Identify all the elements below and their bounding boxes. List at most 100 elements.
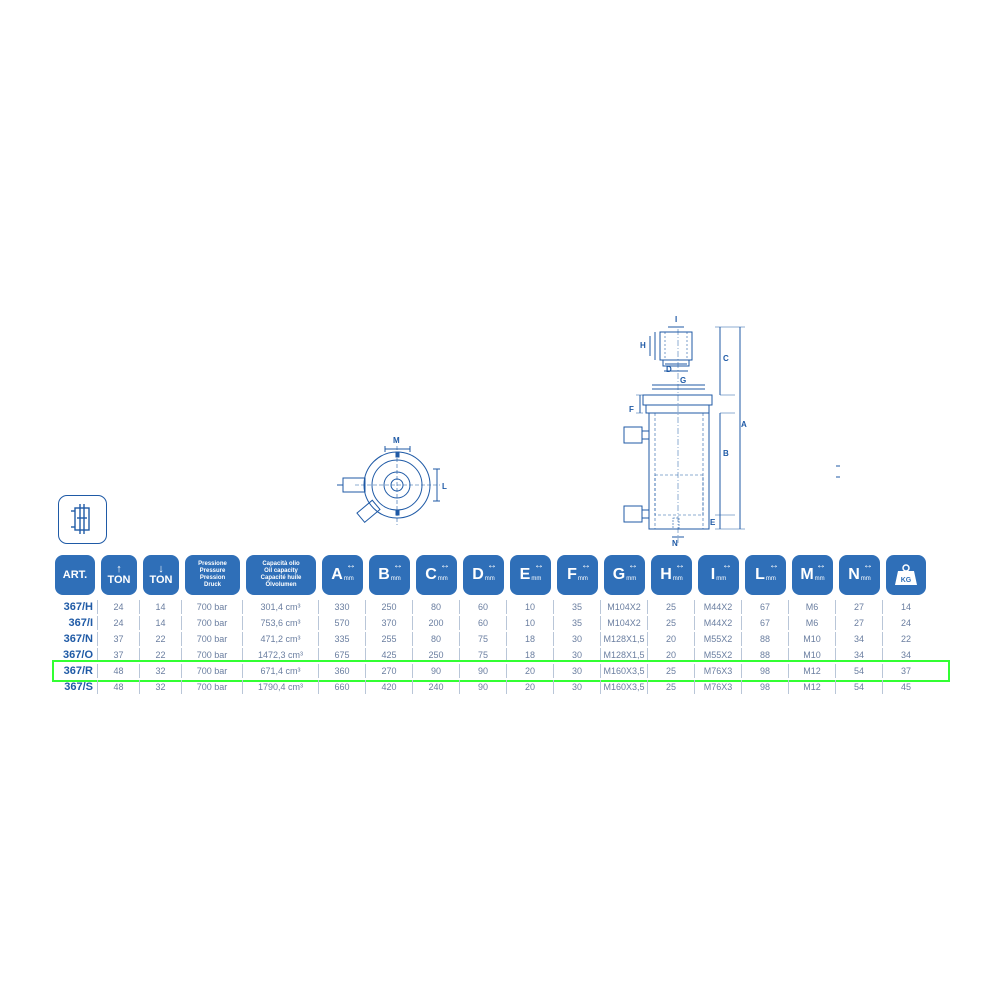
cell-art: 367/R [52, 664, 98, 678]
table-header-row: ART. ↑ TON ↓ TON Pressione Pressure Pres… [52, 555, 950, 595]
cell-g: M160X3,5 [601, 680, 648, 694]
cell-capacity: 753,6 cm³ [243, 616, 319, 630]
double-arrow-icon: ↔ [675, 560, 685, 571]
cell-l: 88 [742, 648, 789, 662]
cell-n: 27 [836, 600, 883, 614]
cell-a: 335 [319, 632, 366, 646]
cell-h: 20 [648, 632, 695, 646]
dim-label-d: D [666, 365, 672, 374]
cell-pressure: 700 bar [182, 616, 243, 630]
cell-m: M12 [789, 680, 836, 694]
cell-c: 250 [413, 648, 460, 662]
cell-c: 80 [413, 600, 460, 614]
cell-d: 75 [460, 632, 507, 646]
double-arrow-icon: ↔ [722, 560, 732, 571]
cell-b: 370 [366, 616, 413, 630]
cell-e: 10 [507, 616, 554, 630]
cell-n: 34 [836, 648, 883, 662]
cell-ton1: 48 [98, 664, 140, 678]
cell-e: 18 [507, 632, 554, 646]
cell-e: 20 [507, 680, 554, 694]
cell-art: 367/S [52, 680, 98, 694]
cell-pressure: 700 bar [182, 600, 243, 614]
double-arrow-icon: ↔ [534, 560, 544, 571]
cell-b: 425 [366, 648, 413, 662]
dim-label-i: I [675, 315, 677, 324]
cell-h: 20 [648, 648, 695, 662]
cell-n: 34 [836, 632, 883, 646]
cell-art: 367/I [52, 616, 98, 630]
cell-l: 98 [742, 680, 789, 694]
double-arrow-icon: ↔ [487, 560, 497, 571]
cell-e: 18 [507, 648, 554, 662]
dim-label-e: E [710, 518, 716, 527]
double-arrow-icon: ↔ [346, 560, 356, 571]
cell-capacity: 301,4 cm³ [243, 600, 319, 614]
dim-label-m: M [393, 436, 400, 445]
dim-label-h: H [640, 341, 646, 350]
cell-ton1: 24 [98, 616, 140, 630]
double-arrow-icon: ↔ [440, 560, 450, 571]
cell-i: M44X2 [695, 600, 742, 614]
header-art: ART. [55, 555, 95, 595]
cell-c: 200 [413, 616, 460, 630]
cell-h: 25 [648, 600, 695, 614]
double-arrow-icon: ↔ [581, 560, 591, 571]
cell-pressure: 700 bar [182, 632, 243, 646]
double-arrow-icon: ↔ [816, 560, 826, 571]
cell-f: 30 [554, 632, 601, 646]
cell-g: M160X3,5 [601, 664, 648, 678]
cell-l: 67 [742, 616, 789, 630]
cell-d: 60 [460, 616, 507, 630]
header-ton-push: ↑ TON [101, 555, 137, 595]
cell-n: 54 [836, 664, 883, 678]
dim-label-a: A [741, 420, 747, 429]
cell-a: 330 [319, 600, 366, 614]
cell-i: M76X3 [695, 664, 742, 678]
cell-g: M104X2 [601, 600, 648, 614]
cell-capacity: 1790,4 cm³ [243, 680, 319, 694]
dim-label-l: L [442, 482, 447, 491]
cell-kg: 22 [900, 634, 911, 644]
cell-f: 30 [554, 664, 601, 678]
cell-ton2: 14 [140, 600, 182, 614]
cell-b: 420 [366, 680, 413, 694]
cell-b: 255 [366, 632, 413, 646]
cell-d: 90 [460, 680, 507, 694]
cell-h: 25 [648, 664, 695, 678]
header-oil-capacity: Capacità olio Oil capacity Capacité huil… [246, 555, 316, 595]
cell-art: 367/N [52, 632, 98, 646]
cell-b: 250 [366, 600, 413, 614]
cell-ton2: 32 [140, 664, 182, 678]
cell-c: 80 [413, 632, 460, 646]
svg-text:KG: KG [901, 577, 912, 584]
cell-l: 98 [742, 664, 789, 678]
cell-f: 30 [554, 648, 601, 662]
double-arrow-icon: ↔ [769, 560, 779, 571]
cell-g: M104X2 [601, 616, 648, 630]
cell-kg: 24 [900, 618, 911, 628]
cell-pressure: 700 bar [182, 664, 243, 678]
cell-pressure: 700 bar [182, 680, 243, 694]
cell-ton1: 37 [98, 648, 140, 662]
arrow-up-icon: ↑ [116, 563, 122, 575]
cell-art: 367/H [52, 600, 98, 614]
cell-h: 25 [648, 616, 695, 630]
cell-d: 90 [460, 664, 507, 678]
dim-label-b: B [723, 449, 729, 458]
cell-f: 30 [554, 680, 601, 694]
cell-a: 675 [319, 648, 366, 662]
cell-ton2: 32 [140, 680, 182, 694]
cell-art: 367/O [52, 648, 98, 662]
cell-ton2: 22 [140, 632, 182, 646]
dim-label-n: N [672, 539, 678, 548]
cell-capacity: 471,2 cm³ [243, 632, 319, 646]
dim-label-c: C [723, 354, 729, 363]
